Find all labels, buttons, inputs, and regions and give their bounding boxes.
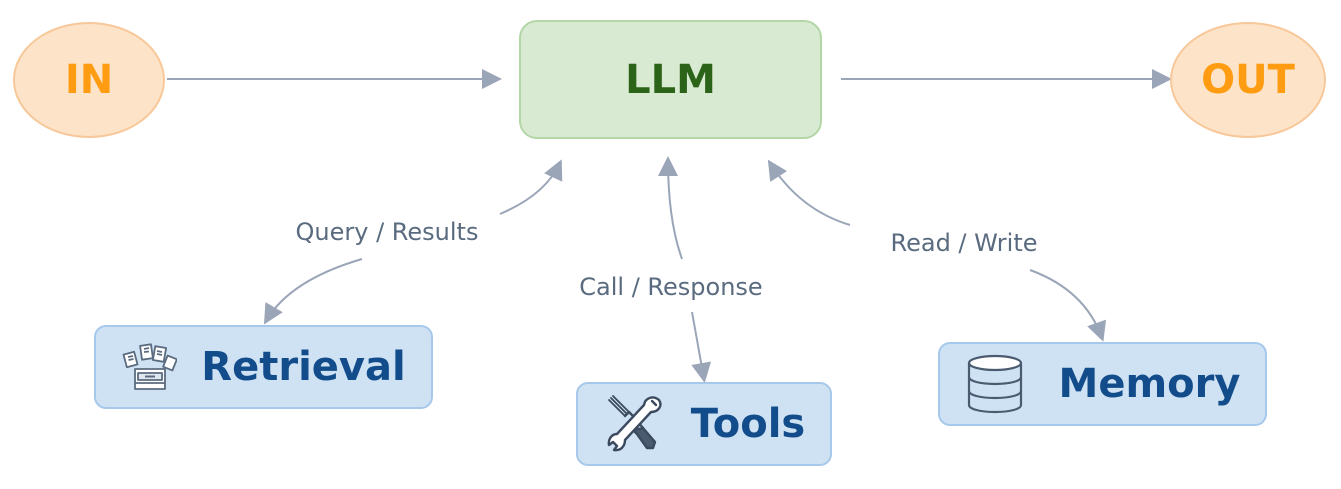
input-label: IN [64,57,114,103]
input-node: IN [13,22,165,138]
arrow-llm-to-retrieval [263,258,363,325]
retrieval-node: Retrieval [94,325,433,409]
tools-label: Tools [690,401,806,447]
file-cabinet-icon [121,339,178,395]
edge-label-read-write: Read / Write [884,229,1044,257]
arrow-llm-to-memory [1029,269,1107,342]
memory-node: Memory [938,342,1267,426]
arrow-memory-to-llm [767,159,851,226]
retrieval-label: Retrieval [201,344,406,390]
memory-label: Memory [1058,361,1241,407]
llm-label: LLM [625,56,716,103]
database-icon [965,352,1025,416]
output-node: OUT [1170,22,1326,138]
arrow-tools-to-llm [658,156,683,260]
output-label: OUT [1201,57,1295,103]
wrench-screwdriver-icon [603,392,667,456]
edge-label-call-response: Call / Response [573,273,769,301]
arrow-llm-to-tools [691,311,712,383]
edge-label-query-results: Query / Results [289,218,485,246]
llm-node: LLM [519,20,822,139]
tools-node: Tools [576,382,832,466]
arrow-retrieval-to-llm [499,159,563,215]
